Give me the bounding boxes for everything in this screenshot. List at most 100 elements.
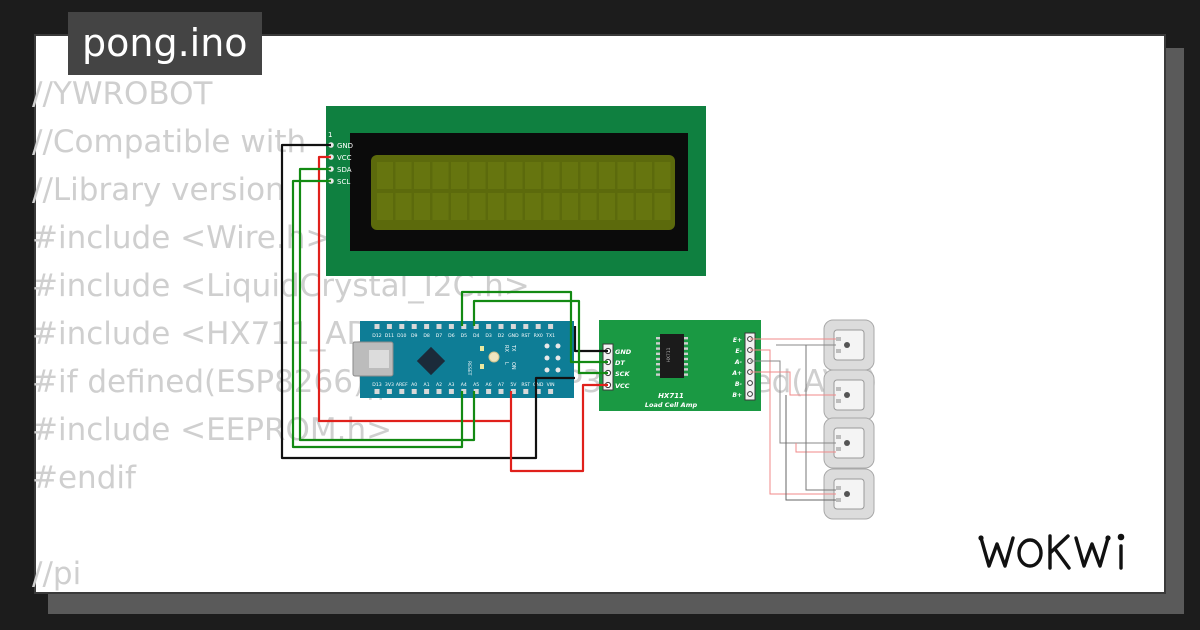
lcd-char-cell [377,162,393,189]
lcd-char-cell [617,193,634,220]
nano-pin-label: TX1 [545,333,555,339]
lcd-char-cell [432,193,449,220]
nano-pin-label: AREF [396,382,408,388]
nano-pin-label: D5 [461,333,468,339]
lcd-module[interactable]: 1 GND VCC SDA SCL [326,106,706,276]
nano-pin-label: RST [521,382,530,388]
nano-pin-label: 5V [510,382,517,388]
hx711-right-pin-label: E- [735,348,742,355]
wire-hx711-vcc[interactable] [509,383,608,473]
wire-lcd-scl[interactable] [291,179,464,449]
chip-pin [656,357,660,361]
lcd-char-cell [543,193,560,220]
lcd-char-cell [395,162,412,189]
hx711-left-pin-label: SCK [615,370,630,378]
chip-pin [684,368,688,371]
lcd-char-cell [506,162,523,189]
chip-pin [684,363,688,366]
hx711-module[interactable]: HX711 HX711 Load Cell Amp GND DT SCK VCC… [599,320,761,411]
wire-hx711-sck[interactable] [472,299,608,375]
hx711-left-pin-label: GND [615,348,632,356]
chip-pin [656,368,660,371]
hx711-chip-label: HX711 [666,347,672,362]
nano-pin [498,324,504,329]
hx711-right-pin-label: E+ [733,337,742,344]
nano-pin [424,324,430,329]
wire-lcd-vcc[interactable] [317,155,513,423]
nano-pin [523,389,529,394]
wire-lcd-sda[interactable] [298,167,476,442]
load-cell[interactable] [823,468,875,520]
nano-pin [411,389,417,394]
load-cell[interactable] [823,417,875,469]
nano-pin-label: D4 [473,333,480,339]
nano-pin [399,324,405,329]
lcd-char-cell [562,162,578,189]
chip-pin [684,373,688,376]
lcd-char-cell [617,162,634,189]
lcd-character-grid [377,162,671,220]
nano-pin-label: A1 [424,382,430,388]
nano-pin [448,389,454,394]
lcd-char-cell [654,193,671,220]
file-tab[interactable]: pong.ino [68,12,262,75]
lcd-char-cell [469,162,486,189]
hx711-left-pin-label: DT [615,359,625,367]
chip-pin [684,352,688,355]
lcd-char-cell [469,193,486,220]
nano-pin-label: D6 [448,333,455,339]
hx711-left-header [602,343,614,391]
reset-button[interactable] [488,351,500,363]
code-line: #include <Wire.h> [32,220,332,256]
wokwi-logo [978,533,1125,570]
nano-pin-label: A6 [486,382,492,388]
nano-pin [473,389,479,394]
lcd-pin-label: SCL [337,178,350,186]
hx711-chip-pins [656,337,688,376]
nano-board [360,321,574,398]
nano-pin [448,324,454,329]
hx711-title: HX711 [658,392,684,400]
wire-hx711-dt[interactable] [460,290,608,364]
led-label: TX [510,344,516,352]
nano-pin-label: A7 [498,382,504,388]
wire-ground-bridge[interactable] [534,376,575,391]
wire-hx711-gnd[interactable] [573,326,608,353]
code-line: //YWROBOT [32,76,213,112]
hx711-chip [660,334,684,378]
code-line: //Compatible with [32,124,307,160]
nano-pin [386,389,392,394]
load-cell[interactable] [823,369,875,421]
lcd-char-cell [636,193,652,220]
lcd-char-cell [506,193,523,220]
lcd-char-cell [451,193,467,220]
chip-pin [656,342,660,345]
lcd-pin-label: SDA [337,166,352,174]
nano-pin [510,324,516,329]
nano-pin-label: D8 [423,333,430,339]
hx711-right-pin-label: A- [734,359,743,366]
chip-pin [656,373,660,376]
nano-pin-label: GND [508,333,519,339]
nano-pin-label: A3 [448,382,454,388]
led-indicator [480,346,484,351]
nano-pin-label: D3 [485,333,492,339]
wire-lcd-gnd[interactable] [280,143,538,460]
nano-pin [436,324,442,329]
lcd-char-cell [525,193,541,220]
led-label: RX [503,345,509,352]
load-cell[interactable] [823,319,875,371]
nano-pin-label: GND [533,382,544,388]
lcd-char-cell [562,193,578,220]
usb-port [369,350,389,368]
lcd-char-cell [525,162,541,189]
lcd-char-cell [488,193,504,220]
nano-pin [498,389,504,394]
icsp-header [544,343,561,373]
code-line: #include <EEPROM.h> [32,412,393,448]
nano-pin [436,389,442,394]
nano-pin [535,389,541,394]
